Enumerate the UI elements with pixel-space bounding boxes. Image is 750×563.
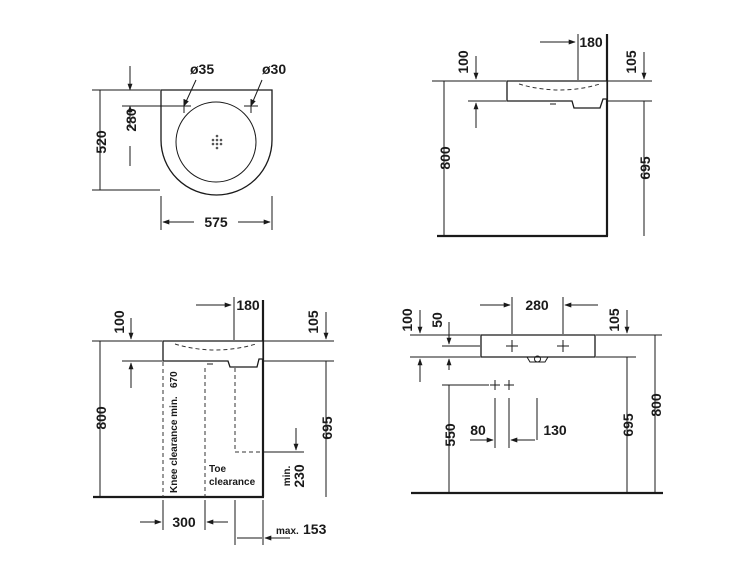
knee-670-label: 670 — [169, 371, 180, 388]
depth-520-label: 520 — [93, 130, 109, 154]
tap-hole-right-icon — [557, 340, 569, 352]
fixing-hole-left-icon — [490, 380, 500, 390]
section-153-label: 153 — [303, 521, 327, 537]
front-550-label: 550 — [442, 423, 458, 447]
dia-right-label: ø30 — [262, 61, 286, 77]
toe-230-label: 230 — [291, 464, 307, 488]
section-695-label: 695 — [319, 416, 335, 440]
side-view: 180 100 800 105 695 — [432, 34, 653, 238]
basin-bowl-plan — [175, 101, 257, 183]
front-695-label: 695 — [620, 413, 636, 437]
tap-hole-left-icon — [506, 340, 518, 352]
front-130-label: 130 — [543, 422, 567, 438]
front-800-label: 800 — [648, 393, 664, 417]
front-100-label: 100 — [399, 308, 415, 332]
front-50-label: 50 — [429, 312, 445, 328]
section-180-label: 180 — [236, 297, 260, 313]
fixing-hole-right-icon — [504, 380, 514, 390]
tap-280-label: 280 — [123, 108, 139, 132]
front-view: 280 100 50 550 80 130 105 695 800 — [399, 297, 664, 495]
section-300-label: 300 — [172, 514, 196, 530]
basin-front — [480, 334, 596, 358]
side-180-label: 180 — [579, 34, 603, 50]
toe-label: Toe — [209, 464, 226, 475]
section-800-label: 800 — [93, 406, 109, 430]
width-575-label: 575 — [204, 214, 228, 230]
toe-min-label: min. — [282, 466, 293, 487]
side-105-label: 105 — [623, 50, 639, 74]
section-100-label: 100 — [111, 310, 127, 334]
section-view: Knee clearance min. 670 Toe clearance 18… — [92, 297, 335, 545]
side-695-label: 695 — [637, 156, 653, 180]
drain-icon — [211, 134, 223, 150]
front-105-label: 105 — [606, 308, 622, 332]
plan-view: ø35 ø30 520 280 575 — [92, 61, 286, 230]
section-105-label: 105 — [305, 310, 321, 334]
front-80-label: 80 — [470, 422, 486, 438]
side-100-label: 100 — [455, 50, 471, 74]
dia-left-label: ø35 — [190, 61, 214, 77]
front-280-label: 280 — [525, 297, 549, 313]
basin-outline-plan — [160, 89, 273, 196]
max-label: max. — [276, 526, 299, 537]
side-800-label: 800 — [437, 146, 453, 170]
knee-clearance-label: Knee clearance min. — [169, 396, 180, 493]
toe-clearance-label: clearance — [209, 477, 256, 488]
basin-section — [162, 340, 264, 368]
